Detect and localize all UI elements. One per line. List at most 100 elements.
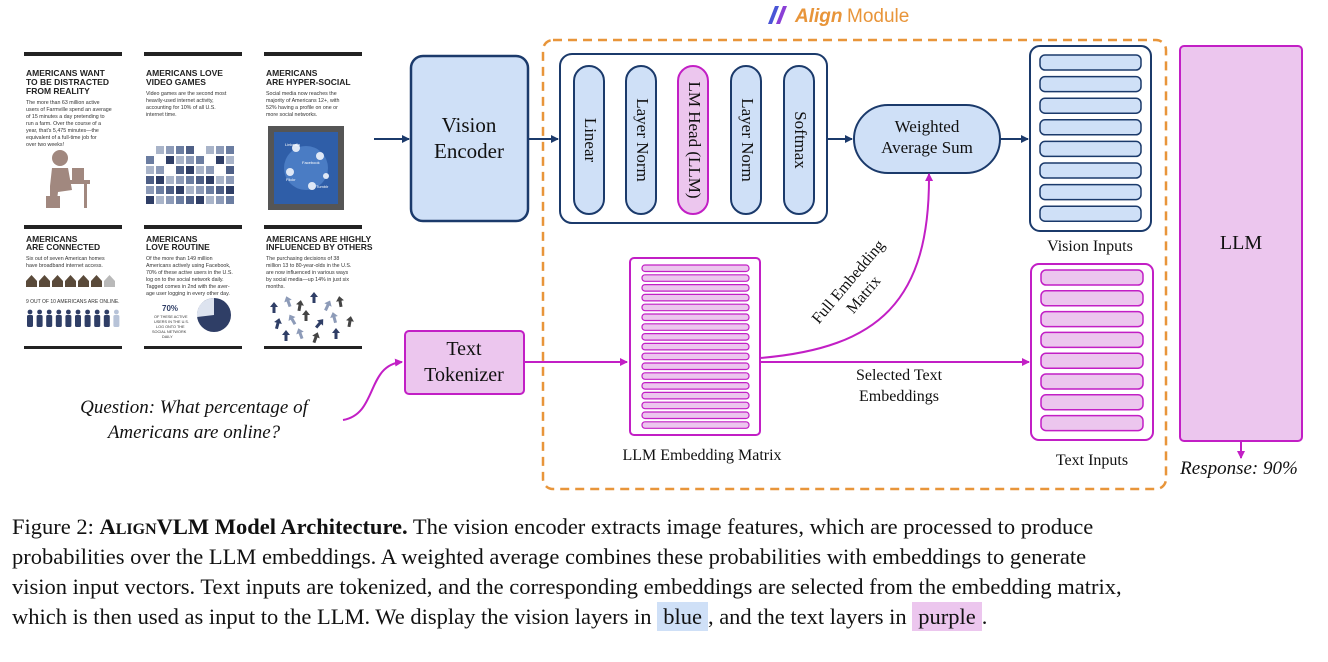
tetris-block [166,156,174,164]
info-body-line: 52% having a profile on one or [266,105,338,111]
stat-caption-line: OF THESE ACTIVE [154,315,188,319]
person-icon [46,309,52,315]
tetris-block [156,186,164,194]
info-title-line: AMERICANS [146,234,198,244]
text-input-row [1040,290,1144,307]
arrow-icon [274,318,282,330]
tetris-block [196,156,204,164]
tetris-block [186,186,194,194]
info-title-line: AMERICANS [266,68,318,78]
vision-input-rows [1039,54,1142,222]
info-body-line: users of Farmville spend an average [26,107,112,113]
embedding-row [641,274,750,282]
info-body-line: of 15 minutes a day pretending to [26,114,105,120]
vision-inputs-label: Vision Inputs [1047,238,1133,255]
tokenizer-label: Text [446,338,482,360]
tetris-block [166,176,174,184]
person-icon [27,309,33,315]
embedding-row [641,411,750,420]
tetris-block [186,166,194,174]
layer-label: Linear [581,118,600,163]
person-icon [75,309,81,315]
person-icon [104,309,110,315]
caption-text: , and the text layers in [707,604,913,629]
house-icon [26,275,37,287]
tetris-block [196,196,204,204]
person-body [113,315,120,327]
social-label: Facebook [302,160,320,165]
info-body-line: Social media now reaches the [266,91,337,97]
caption-text: . [981,604,988,629]
text-input-row [1040,331,1144,349]
person-at-computer-icon [46,150,90,208]
stat-caption-line: DAILY [162,335,173,339]
tokenizer-label: Tokenizer [424,364,504,386]
info-title-line: VIDEO GAMES [146,77,206,87]
align-brand-text: Align [794,6,843,27]
embedding-row [641,421,750,429]
tetris-block [156,146,164,154]
tetris-block [146,186,154,194]
person-icon [85,309,90,315]
text-input-row [1040,394,1144,411]
tetris-block [226,176,234,184]
person-body [94,315,101,327]
embedding-row [641,401,750,410]
tetris-blocks-icon [146,146,234,204]
vision-input-row [1039,162,1142,179]
tetris-block [176,176,184,184]
model-name-rest: VLM Model Architecture. [156,514,408,539]
embedding-row [641,352,750,361]
caption-line-1: Figure 2: AlignVLM Model Architecture. T… [12,512,1320,542]
info-title-line: INFLUENCED BY OTHERS [266,242,373,252]
selected-text-label: Embeddings [859,388,939,405]
arrow-icon [282,330,290,341]
stat-70: 70% [162,304,178,313]
info-body-line: are now influenced in various ways [266,270,348,276]
embedding-row [641,391,750,400]
info-body-line: The purchasing decisions of 38 [266,256,339,262]
tetris-block [186,156,194,164]
info-body-line: accounting for 10% of all U.S. [146,105,216,111]
tetris-block [226,196,234,204]
person-body [36,315,43,327]
house-icon [91,275,102,287]
houses-icon [26,275,115,287]
text-input-row [1040,310,1144,328]
house-icon [39,275,50,287]
info-title-line: ARE HYPER-SOCIAL [266,77,351,87]
text-input-row [1040,269,1144,286]
tetris-block [206,176,214,184]
arrow-icon [270,302,278,313]
arrow-icon [330,312,338,324]
tetris-block [226,156,234,164]
info-body-line: equivalent of a full-time job for [26,135,97,141]
tetris-block [196,186,204,194]
social-label: Flickr [286,177,296,182]
tetris-block [216,176,224,184]
caption-text: which is then used as input to the LLM. … [12,604,658,629]
tetris-block [146,176,154,184]
embedding-row [641,323,750,331]
person-body [65,315,72,327]
weighted-label: Weighted [895,117,960,136]
embedding-row [641,372,750,380]
arrow-icon [314,319,324,329]
info-title-line: AMERICANS ARE HIGHLY [266,234,371,244]
response-text: Response: 90% [1179,458,1298,479]
info-body-line: have broadband internet access. [26,263,103,269]
arrow-icon [296,328,304,340]
info-title-line: FROM REALITY [26,86,90,96]
vision-input-row [1039,183,1142,201]
align-module-border [541,38,1168,491]
info-body-line: more social networks. [266,112,317,118]
llm-label: LLM [1220,232,1262,254]
text-input-rows [1040,269,1144,432]
layer-softmax [783,65,815,215]
tetris-block [176,186,184,194]
